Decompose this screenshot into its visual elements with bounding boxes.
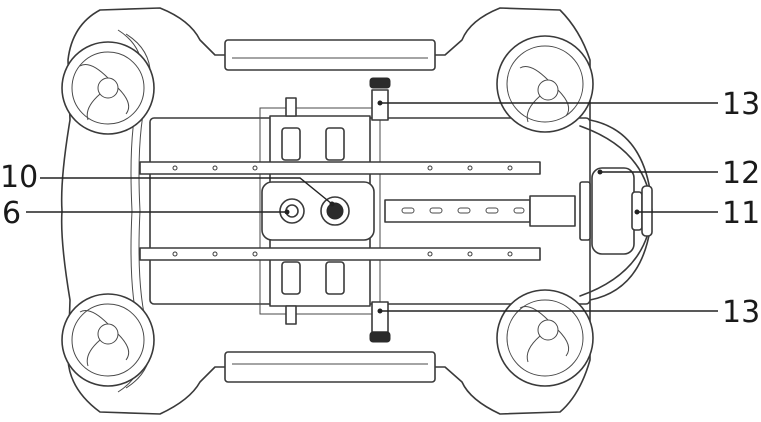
top-handle: [224, 39, 436, 71]
thruster-bottom-right: [496, 289, 594, 387]
camera-housing: [579, 167, 635, 255]
thruster-top-right: [496, 35, 594, 133]
callout-12: 12: [722, 156, 760, 191]
latch-bottom: [369, 301, 391, 343]
callout-6: 6: [2, 196, 21, 231]
rails: [139, 161, 541, 261]
callout-10: 10: [0, 160, 38, 195]
leader-dots: [284, 100, 640, 314]
callout-13-top: 13: [722, 87, 760, 122]
thruster-bottom-left: [61, 293, 155, 387]
callout-11: 11: [722, 196, 760, 231]
connector-panel: [261, 181, 375, 241]
leader-lines: [26, 102, 718, 312]
latch-top: [369, 77, 391, 121]
callout-13-bottom: 13: [722, 295, 760, 330]
leader-10: [40, 177, 333, 205]
slotted-bar: [384, 195, 576, 227]
bottom-handle: [224, 351, 436, 383]
cable-glands: [281, 97, 345, 325]
thruster-top-left: [61, 41, 155, 135]
